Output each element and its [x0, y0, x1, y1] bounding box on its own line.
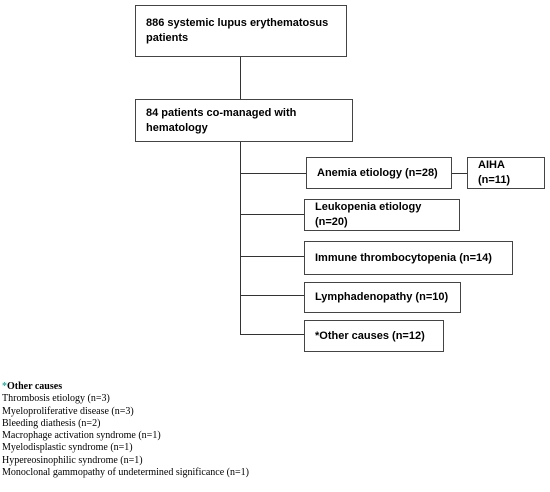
- notes-title: *Other causes: [2, 381, 249, 393]
- connector-leukopenia: [240, 214, 304, 215]
- notes-asterisk: *: [2, 381, 7, 392]
- connector-root-to-level2: [240, 57, 241, 99]
- notes-item: Macrophage activation syndrome (n=1): [2, 430, 161, 442]
- thrombocytopenia-box: Immune thrombocytopenia (n=14): [304, 241, 513, 275]
- anemia-label: Anemia etiology (n=28): [317, 166, 438, 179]
- connector-anemia: [240, 173, 306, 174]
- level2-label: 84 patients co-managed with hematology: [146, 106, 297, 134]
- leukopenia-box: Leukopenia etiology (n=20): [304, 199, 460, 231]
- connector-anemia-to-aiha: [452, 173, 467, 174]
- thrombocytopenia-label: Immune thrombocytopenia (n=14): [315, 251, 492, 264]
- connector-lymphadenopathy: [240, 295, 304, 296]
- other-causes-notes: *Other causes Thrombosis etiology (n=3) …: [2, 381, 249, 479]
- aiha-box: AIHA (n=11): [467, 157, 545, 189]
- notes-item: Hypereosinophilic syndrome (n=1): [2, 454, 143, 466]
- anemia-box: Anemia etiology (n=28): [306, 157, 452, 189]
- notes-item: Myeloproliferative disease (n=3): [2, 405, 134, 417]
- connector-other: [240, 334, 304, 335]
- lymphadenopathy-label: Lymphadenopathy (n=10): [315, 291, 449, 303]
- other-causes-label: *Other causes (n=12): [315, 329, 425, 342]
- level2-box: 84 patients co-managed with hematology: [135, 99, 353, 142]
- notes-title-text: Other causes: [7, 381, 63, 392]
- connector-level2-to-trunk: [240, 142, 241, 334]
- notes-item: Monoclonal gammopathy of undetermined si…: [2, 467, 249, 479]
- notes-item: Bleeding diathesis (n=2): [2, 417, 101, 429]
- leukopenia-label: Leukopenia etiology (n=20): [315, 201, 422, 228]
- notes-item: Thrombosis etiology (n=3): [2, 393, 110, 405]
- lymphadenopathy-box: Lymphadenopathy (n=10): [304, 282, 461, 313]
- aiha-label: AIHA (n=11): [478, 159, 511, 186]
- notes-item: Myelodisplastic syndrome (n=1): [2, 442, 133, 454]
- root-box: 886 systemic lupus erythematosus patient…: [135, 5, 347, 57]
- other-causes-box: *Other causes (n=12): [304, 320, 444, 352]
- connector-thrombocytopenia: [240, 256, 304, 257]
- root-label: 886 systemic lupus erythematosus patient…: [146, 17, 329, 44]
